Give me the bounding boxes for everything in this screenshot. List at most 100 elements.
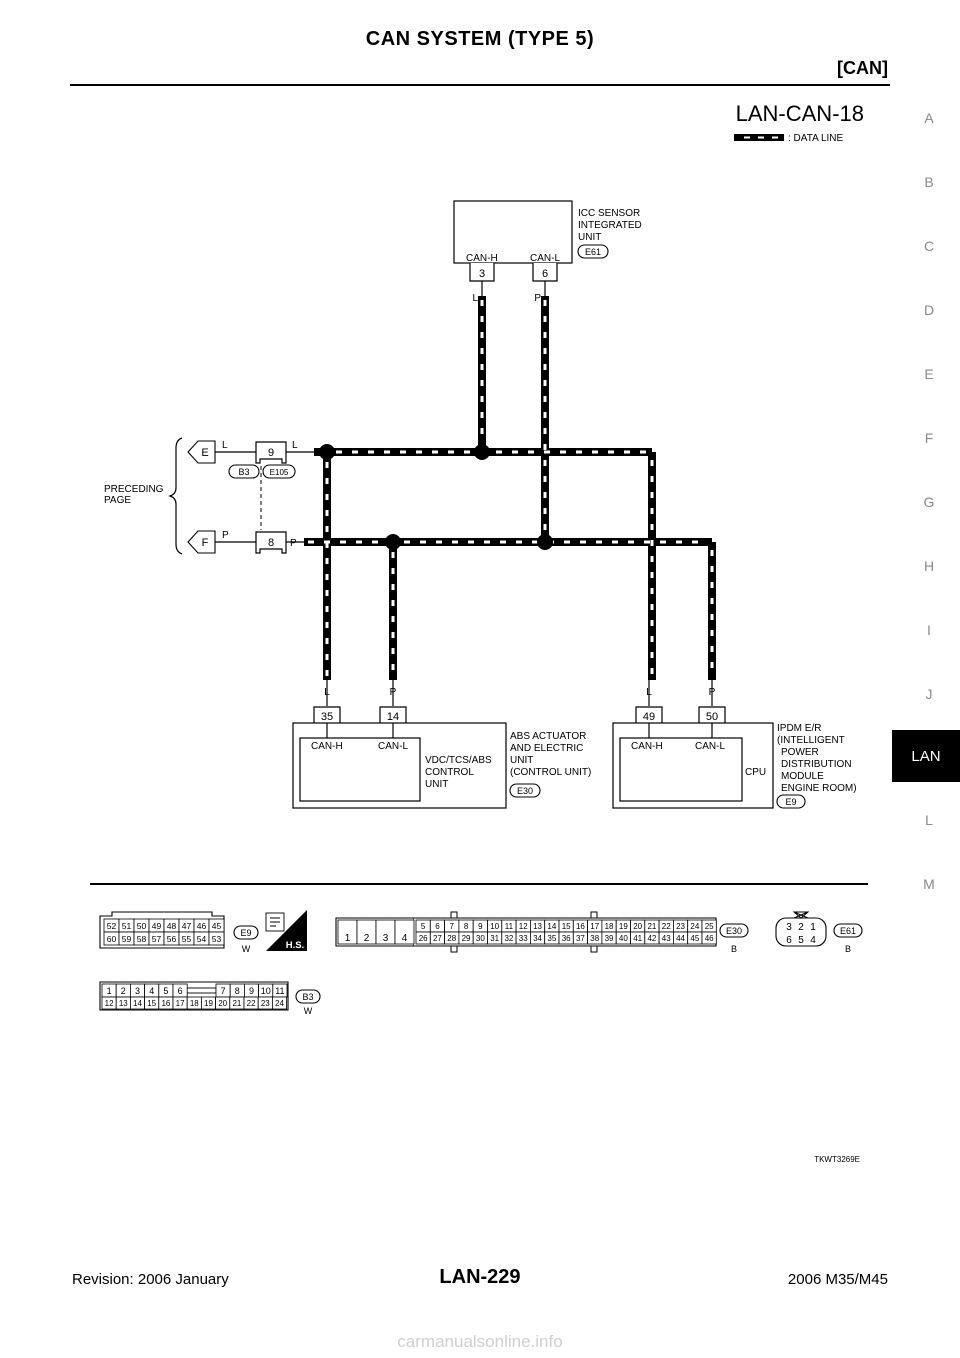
pin-number: 17 (590, 922, 599, 931)
page-title: CAN SYSTEM (TYPE 5) (365, 28, 595, 50)
pin-number: 26 (419, 934, 428, 943)
index-letter-m[interactable]: M (923, 876, 935, 892)
e9-color: W (242, 944, 251, 954)
pin-number: 8 (235, 986, 240, 996)
pin-number: 28 (447, 934, 456, 943)
pin-number: 25 (705, 922, 714, 931)
junction-connector: 9 8 L P B3 E105 (228, 440, 314, 554)
icc-wire-color-h: L (472, 293, 478, 304)
pin-number: 11 (505, 922, 514, 931)
pin-number: 24 (275, 999, 284, 1008)
e30-color: B (731, 944, 737, 954)
pin-number: 46 (197, 921, 207, 931)
junction-pin-9: 9 (268, 447, 274, 459)
abs-pin-14: 14 (387, 711, 399, 723)
wire-color-f: P (222, 530, 229, 541)
ipdm-name-line6: ENGINE ROOM) (781, 783, 857, 794)
junction-connector-b3: B3 (238, 467, 249, 477)
abs-name-line4: (CONTROL UNIT) (510, 767, 591, 778)
pin-number: 4 (402, 933, 408, 944)
ipdm-can-l-label: CAN-L (695, 741, 725, 752)
icc-sensor-unit: CAN-H CAN-L 3 6 L P ICC SENSOR INTEGRATE… (453, 200, 642, 304)
pin-number: 46 (705, 934, 714, 943)
pin-number: 19 (619, 922, 628, 931)
index-letter-c[interactable]: C (923, 238, 935, 254)
index-letter-b[interactable]: B (924, 174, 934, 190)
pin-number: 47 (182, 921, 192, 931)
ipdm-can-h-label: CAN-H (631, 741, 663, 752)
pin-number: 9 (249, 986, 254, 996)
ipdm-name-line2: (INTELLIGENT (777, 735, 845, 746)
index-letter-j[interactable]: J (925, 686, 933, 702)
pin-number: 10 (490, 922, 499, 931)
data-line-legend-swatch (734, 134, 784, 141)
pin-number: 15 (147, 999, 156, 1008)
index-tab-lan-active[interactable]: LAN (892, 730, 960, 782)
index-letter-l[interactable]: L (925, 812, 933, 828)
preceding-brace (168, 437, 183, 555)
pin-number: 55 (182, 934, 192, 944)
pin-number: 6 (178, 986, 183, 996)
index-letter-h[interactable]: H (923, 558, 935, 574)
pin-number: 5 (798, 935, 804, 946)
wire-color-e: L (222, 440, 228, 451)
splice-dot (537, 534, 553, 550)
data-line-legend: : DATA LINE (788, 133, 844, 144)
icc-connector-badge: E61 (585, 247, 601, 257)
pin-number: 20 (218, 999, 227, 1008)
pin-number: 50 (137, 921, 147, 931)
pin-number: 52 (107, 921, 117, 931)
e61-color: B (845, 944, 851, 954)
icc-name-line1: ICC SENSOR (578, 208, 640, 219)
icc-can-h-label: CAN-H (466, 253, 498, 264)
pin-number: 24 (690, 922, 699, 931)
pin-number: 44 (676, 934, 685, 943)
junction-wire-color-l: L (292, 440, 298, 451)
pin-number: 58 (137, 934, 147, 944)
pin-number: 21 (647, 922, 656, 931)
pin-number: 2 (364, 933, 370, 944)
index-letter-f[interactable]: F (924, 430, 934, 446)
pin-number: 1 (810, 922, 816, 933)
pin-cell (394, 919, 415, 945)
abs-name-line3: UNIT (510, 755, 533, 766)
ipdm-name-line5: MODULE (781, 771, 824, 782)
pin-number: 15 (562, 922, 571, 931)
pin-number: 51 (122, 921, 132, 931)
index-letter-e[interactable]: E (924, 366, 934, 382)
splice-dot (385, 534, 401, 550)
vehicle-model: 2006 M35/M45 (787, 1271, 888, 1288)
pin-number: 45 (212, 921, 222, 931)
junction-pin-8: 8 (268, 537, 274, 549)
ipdm-pin-50: 50 (706, 711, 718, 723)
pin-number: 60 (107, 934, 117, 944)
abs-pin-35: 35 (321, 711, 333, 723)
pin-number: 56 (167, 934, 177, 944)
pin-number: 12 (105, 999, 114, 1008)
pin-number: 16 (161, 999, 170, 1008)
pin-number: 10 (261, 986, 271, 996)
abs-actuator-unit: L P 35 14 CAN-H CAN-L VDC/TCS/ABS CONTRO… (292, 680, 591, 809)
header-divider (70, 84, 890, 86)
pin-number: 43 (662, 934, 671, 943)
pin-number: 35 (547, 934, 556, 943)
index-letter-i[interactable]: I (927, 622, 931, 638)
junction-connector-e105: E105 (270, 468, 289, 477)
pin-number: 20 (633, 922, 642, 931)
page-number: LAN-229 (439, 1266, 521, 1288)
index-letter-a[interactable]: A (924, 110, 934, 126)
pin-number: 5 (163, 986, 168, 996)
pin-number: 6 (786, 935, 792, 946)
pin-number: 48 (167, 921, 177, 931)
pin-number: 23 (261, 999, 270, 1008)
pin-number: 57 (152, 934, 162, 944)
pin-number: 9 (478, 922, 483, 931)
index-letter-d[interactable]: D (923, 302, 935, 318)
index-letter-g[interactable]: G (923, 494, 935, 510)
e61-code: E61 (840, 926, 856, 936)
pin-number: 3 (135, 986, 140, 996)
pin-number: 38 (590, 934, 599, 943)
